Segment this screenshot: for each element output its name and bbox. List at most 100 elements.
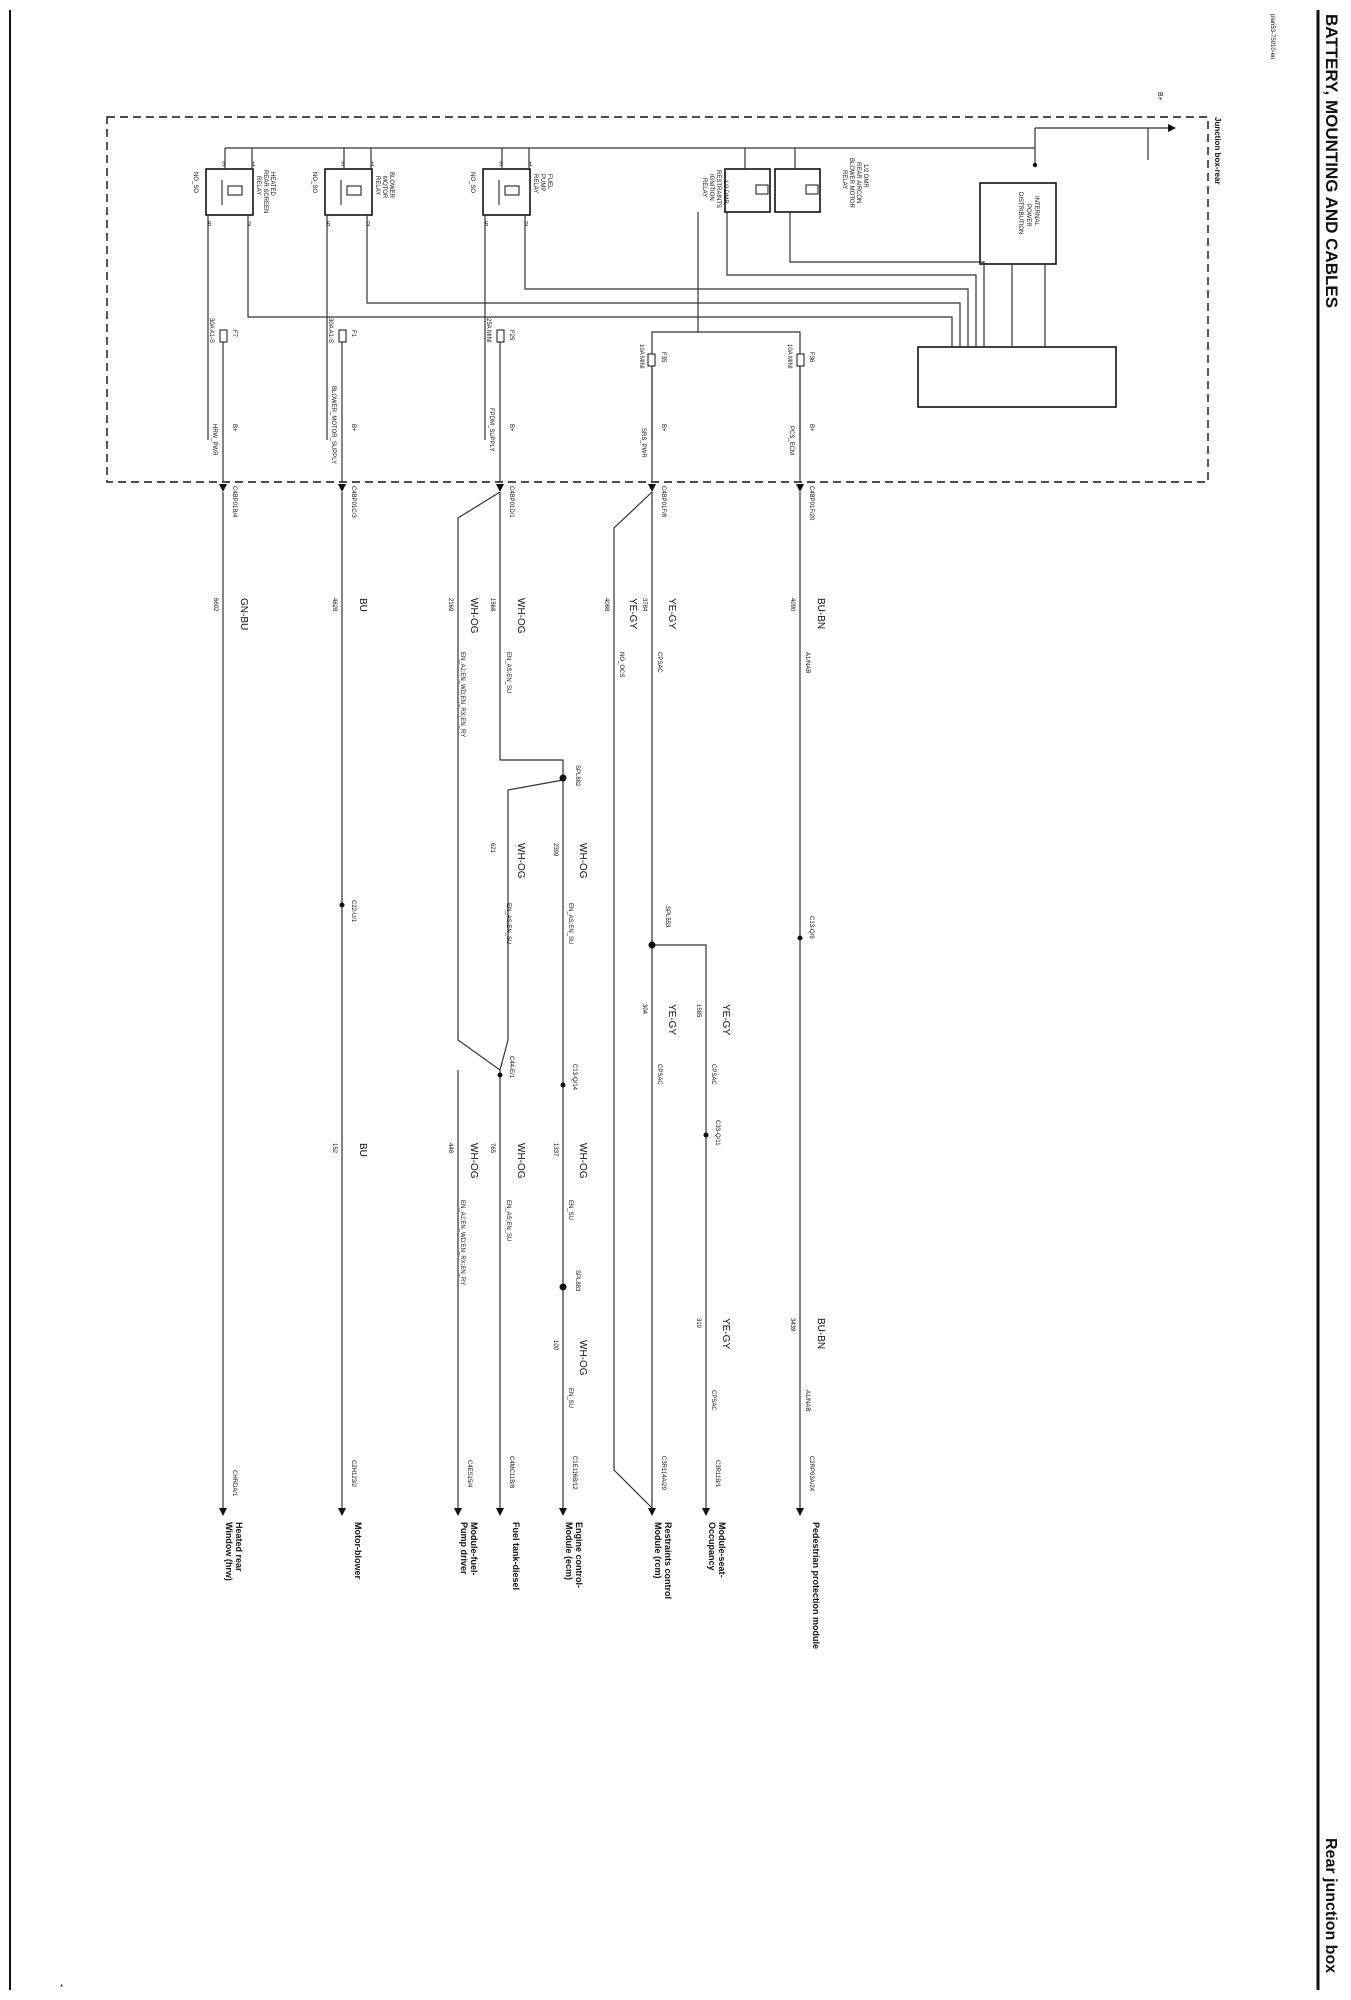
- wire-srs1-num: 3784: [641, 598, 647, 612]
- wire-hrw-color: GN-BU: [238, 598, 249, 630]
- splice-spl882: SPL882: [574, 765, 580, 787]
- wire-occ1-num: 1585: [695, 1004, 701, 1018]
- wire-fuel4-num: 621: [489, 843, 495, 854]
- bplus-label: B+: [1156, 92, 1163, 101]
- wire-pcs2-sub: A1/NAB: [804, 1390, 810, 1411]
- fuse-f36-id: F36: [808, 352, 814, 363]
- relay-fuel-name-3: RELAY: [532, 174, 538, 193]
- jconn-blower: C4BP01C/3: [350, 486, 356, 518]
- end-conn-occ: C3R11B/1: [714, 1460, 720, 1488]
- inline-conn-c22: C22-U/1: [350, 900, 356, 923]
- internal-power-distribution: [979, 182, 1057, 265]
- splice-spl882-dot: [559, 774, 567, 782]
- wire-fuel8-sub: EN_SU: [567, 1388, 573, 1408]
- relay-fuel-pin-2: 2: [525, 222, 529, 228]
- inline-conn-c44-dot: [497, 1072, 503, 1078]
- module-rcm-2: Module (rcm): [653, 1522, 663, 1579]
- fuse-f36-bplus: B+: [808, 424, 814, 432]
- relay-fuel-type: NO_SO: [469, 172, 475, 193]
- module-tank: Fuel tank-diesel: [511, 1522, 521, 1590]
- jconn-hrw: C4BP01B/4: [231, 486, 237, 518]
- wire-pcs2-num: 3439: [789, 1318, 795, 1332]
- fuse-f35-id: F35: [660, 352, 666, 363]
- relay-restraints-name-1: 1/2 DMR: [722, 180, 728, 204]
- wire-fuel2-color: WH-OG: [468, 598, 479, 634]
- wire-fuel1-sub: EN_AS;EN_SU: [505, 652, 511, 693]
- relay-blower-name-1: BLOWER: [388, 172, 394, 199]
- wire-fuel8-num: 100: [552, 1340, 558, 1351]
- junction-connector-arrows: [219, 484, 804, 492]
- inline-conn-blower-dot: [339, 902, 345, 908]
- fuse-f25-circuit: FPDM_SUPPLY: [488, 408, 494, 452]
- jconn-srs: C4BP01F/8: [660, 486, 666, 518]
- wire-srs3-color: YE-GY: [666, 1004, 677, 1035]
- wire-fuel6-sub: EN_AS;EN_SU: [505, 1200, 511, 1241]
- relay-restraints-name-4: RELAY: [701, 178, 707, 197]
- relay-coil-returns: [247, 212, 985, 347]
- wire-pcs1-sub: A1/NAB: [804, 652, 810, 673]
- wire-fuel1-color: WH-OG: [515, 598, 526, 634]
- wire-hrw-num: 6602: [212, 598, 218, 612]
- wire-fuel4-sub: EN_AS;EN_SU: [505, 903, 511, 944]
- relay-aircon-name-3: BLOWER MOTOR: [848, 158, 854, 209]
- splice-spl883-dot: [559, 1283, 567, 1291]
- relay-blower-type: NO_SO: [311, 172, 317, 193]
- fuse-f1-circuit: BLOWER_MOTOR_SUPPLY: [330, 386, 336, 464]
- relay-blower-name-3: RELAY: [374, 176, 380, 195]
- wire-fuel2-sub: EN_AJ;EN_WD;EN_RX;EN_RY: [459, 652, 465, 737]
- relay-restraints-ignition: [724, 168, 771, 213]
- relay-supply-bus: [224, 147, 1035, 169]
- wire-blower2-color: BU: [357, 1143, 368, 1157]
- wire-fuel7-sub: EN_SU: [567, 1200, 573, 1220]
- wire-occ2-color: YE-GY: [720, 1318, 731, 1349]
- relay-heated-type: NO_SO: [192, 172, 198, 193]
- inline-conn-fuel-dot: [560, 1082, 566, 1088]
- wire-fuel5-color: WH-OG: [468, 1143, 479, 1179]
- relay-heated-pin-2: 2: [248, 222, 252, 228]
- relay-fuel-pin-3: 3: [499, 162, 503, 168]
- fuse-f35-rating: 10A MINI: [638, 344, 644, 369]
- relay-heated-rear-screen: [205, 168, 254, 216]
- module-occ-2: Occupancy: [707, 1522, 717, 1571]
- fuse-f7-bplus: B+: [231, 424, 237, 432]
- relay-aircon-name-2: REAR AIRCON: [855, 162, 861, 203]
- inline-conn-c33: C33-Q/11: [714, 1120, 720, 1146]
- relay-fuel-pump: [482, 168, 531, 216]
- wire-blower2-num: 152: [331, 1143, 337, 1154]
- module-ppm: Pedestrian protection module: [811, 1522, 821, 1649]
- wire-fuel-runs: [457, 491, 564, 1508]
- end-conn-rcm: C3R114A/29: [660, 1456, 666, 1491]
- module-pump-1: Module-fuel-: [469, 1522, 479, 1576]
- fuse-f7-circuit: HRW_PWR: [211, 424, 217, 456]
- module-hrw-1: Heated rear: [234, 1522, 244, 1572]
- wire-fuel5-num: 448: [447, 1143, 453, 1154]
- end-conn-pump: C4ES15/4: [466, 1460, 472, 1488]
- relay-restraints-name-2: RESTRAINTS: [715, 170, 721, 208]
- wire-fuel3-color: WH-OG: [577, 843, 588, 879]
- splice-spl553: SPL553: [664, 906, 670, 928]
- relay-fuel-pin-1: 1: [529, 162, 533, 168]
- relay-blower-name-2: MOTOR: [381, 176, 387, 199]
- module-motor: Motor-blower: [353, 1522, 363, 1579]
- inline-conn-pcs-dot: [797, 935, 803, 941]
- end-conn-motor: C2H123/2: [350, 1460, 356, 1488]
- fuse-f7-rating: 30A A1-S: [208, 318, 214, 343]
- wire-srs2-num: 4088: [603, 598, 609, 612]
- relay-rear-aircon-blower: [774, 168, 821, 213]
- wire-occ2-num: 310: [695, 1318, 701, 1329]
- module-ecm-2: Module (ecm): [564, 1522, 574, 1580]
- wire-srs-runs: [613, 491, 707, 1509]
- relay-aircon-name-1: 1/2 DMR: [862, 164, 868, 188]
- fuse-f25-id: F25: [508, 330, 514, 341]
- ipd-text-1: INTERNAL: [1033, 196, 1039, 226]
- inline-conn-c44: C44-E/1: [508, 1056, 514, 1079]
- relay-heated-pin-1: 1: [252, 162, 256, 168]
- wire-fuel7-color: WH-OG: [577, 1143, 588, 1179]
- wire-fuel1-num: 1568: [489, 598, 495, 612]
- relay-outputs: [207, 212, 801, 440]
- relay-heated-name-2: REAR SCREEN: [262, 170, 268, 213]
- relay-heated-name-1: HEATED: [269, 172, 275, 197]
- wire-fuel6-num: 765: [489, 1143, 495, 1154]
- end-conn-ppm: C2RP03A/24: [808, 1456, 814, 1492]
- relay-blower-pin-1: 1: [371, 162, 375, 168]
